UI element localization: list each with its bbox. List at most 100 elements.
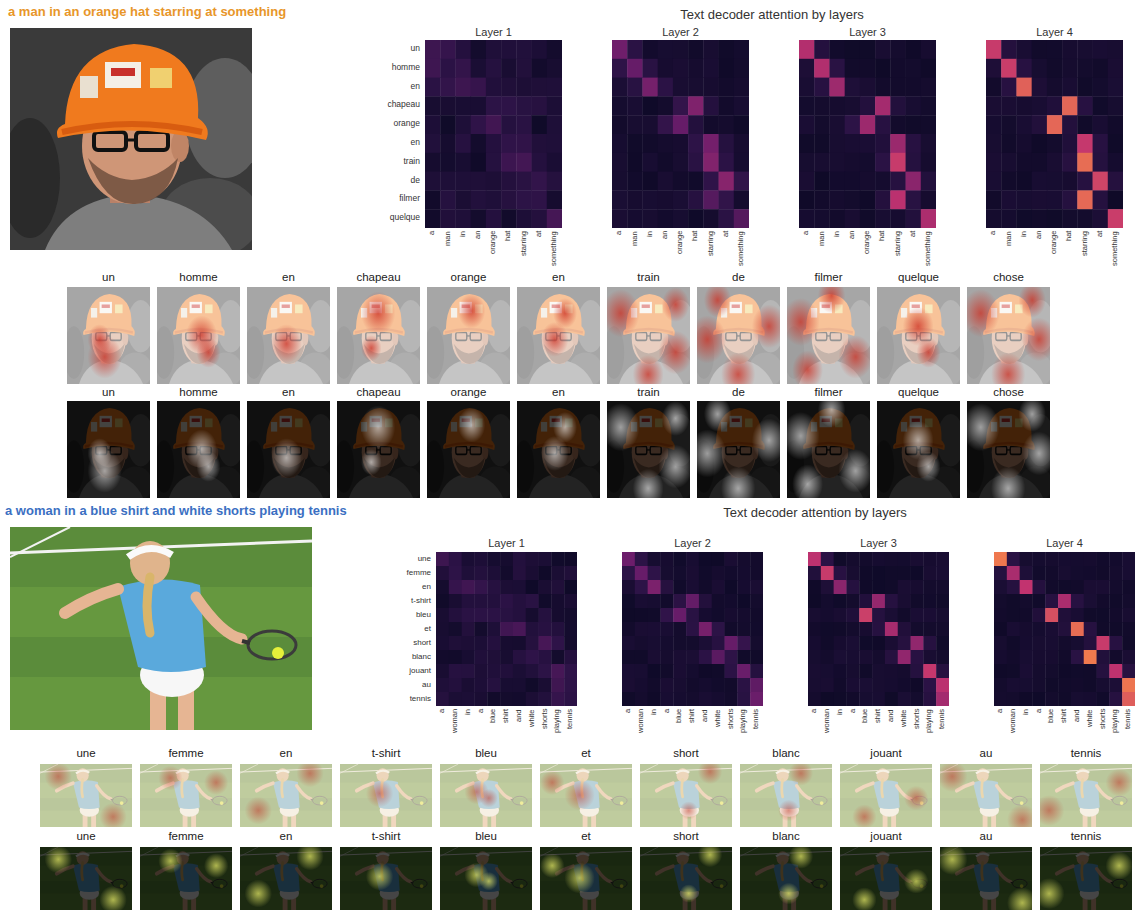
heatmap-cell: [1071, 636, 1084, 650]
heatmap-cell: [829, 172, 845, 191]
heatmap-cell: [564, 580, 577, 594]
attention-overlay-image: [427, 401, 510, 498]
illustration-part: [633, 469, 664, 498]
illustration-part: [838, 335, 870, 379]
heatmap-cell: [455, 190, 471, 209]
heatmap-cell: [799, 209, 815, 228]
heatmap-cell: [487, 650, 500, 664]
heatmap-cell: [712, 594, 725, 608]
word-label: et: [581, 747, 591, 760]
heatmap-cell: [686, 566, 699, 580]
heatmap-cell: [1007, 678, 1020, 692]
illustration-part: [877, 287, 960, 384]
axis-tick-label: woman: [451, 709, 460, 733]
heatmap-cell: [1001, 190, 1017, 209]
heatmap-cell: [703, 153, 719, 172]
illustration-part: [704, 401, 731, 432]
heatmap-cell: [1007, 622, 1020, 636]
axis-tick-label: something: [550, 231, 559, 266]
heatmap-cell: [986, 115, 1002, 134]
heatmap-cell: [513, 678, 526, 692]
heatmap-cell: [719, 209, 735, 228]
heatmap-cell: [872, 594, 885, 608]
heatmap-cell: [1097, 566, 1110, 580]
heatmap-cell: [648, 594, 661, 608]
illustration-part: [361, 335, 382, 361]
axis-tick-label: white: [900, 709, 909, 727]
heatmap-cell: [1084, 664, 1097, 678]
heatmap-cell: [936, 552, 949, 566]
heatmap-cell: [673, 678, 686, 692]
word-label: et: [581, 830, 591, 843]
heatmap-cell: [737, 636, 750, 650]
heatmap-cell: [1071, 566, 1084, 580]
heatmap-cell: [1020, 566, 1033, 580]
heatmap-cell: [1093, 153, 1109, 172]
heatmap-cell: [532, 59, 548, 78]
illustration-part: [245, 797, 272, 825]
heatmap-cell: [425, 78, 441, 97]
heatmap-cell: [1077, 115, 1093, 134]
heatmap-cell: [673, 190, 689, 209]
illustration-part: [967, 289, 1000, 337]
axis-tick-label: something: [737, 231, 746, 266]
word-label: jouant: [870, 830, 901, 843]
illustration-part: [517, 401, 600, 498]
heatmap-cell: [539, 566, 552, 580]
heatmap-cell: [471, 209, 487, 228]
heatmap-cell: [1109, 552, 1122, 566]
axis-tick-label: man: [1005, 231, 1014, 246]
heatmap-cell: [539, 636, 552, 650]
axis-tick-label: et: [424, 624, 431, 633]
heatmap-cell: [486, 78, 502, 97]
heatmap-cell: [734, 134, 749, 153]
heatmap-cell: [539, 622, 552, 636]
heatmap-cell: [734, 115, 749, 134]
heatmap-cell: [1058, 692, 1071, 706]
heatmap-cell: [449, 664, 462, 678]
axis-tick-label: blue: [861, 709, 870, 723]
heatmap-cell: [564, 566, 577, 580]
heatmap-cell: [1032, 172, 1048, 191]
heatmap-cell: [501, 115, 517, 134]
illustration-part: [778, 883, 799, 905]
illustration-part: [1105, 769, 1132, 797]
word-label: une: [76, 830, 95, 843]
heatmap-cell: [814, 40, 830, 59]
heatmap-cell: [860, 172, 876, 191]
heatmap-cell: [660, 636, 673, 650]
layer-title: Layer 3: [860, 537, 897, 550]
heatmap-cell: [660, 552, 673, 566]
attention-overlay-image: [877, 401, 960, 498]
heatmap-cell: [834, 622, 847, 636]
heatmap-cell: [846, 636, 859, 650]
axis-tick-label: man: [631, 231, 640, 246]
axis-tick-label: an: [661, 231, 670, 239]
heatmap-cell: [436, 622, 449, 636]
heatmap-cell: [1047, 78, 1063, 97]
heatmap-cell: [1071, 580, 1084, 594]
heatmap-cell: [455, 153, 471, 172]
heatmap-cell: [436, 580, 449, 594]
heatmap-cell: [860, 190, 876, 209]
axis-tick-label: shirt: [688, 709, 697, 723]
heatmap-cell: [673, 622, 686, 636]
attention-overlay-image: [607, 401, 690, 498]
heatmap-cell: [564, 692, 577, 706]
layer-title: Layer 2: [674, 537, 711, 550]
heatmap-cell: [885, 566, 898, 580]
heatmap-cell: [1020, 664, 1033, 678]
heatmap-cell: [750, 678, 763, 692]
heatmap-cell: [875, 209, 891, 228]
illustration-part: [99, 886, 126, 910]
heatmap-cell: [808, 622, 821, 636]
heatmap-cell: [686, 608, 699, 622]
heatmap-cell: [547, 190, 562, 209]
heatmap-cell: [1058, 608, 1071, 622]
axis-tick-label: an: [474, 231, 483, 239]
heatmap-cell: [436, 608, 449, 622]
heatmap-cell: [1058, 552, 1071, 566]
heatmap-cell: [513, 594, 526, 608]
heatmap-cell: [1071, 692, 1084, 706]
heatmap-cell: [1045, 580, 1058, 594]
